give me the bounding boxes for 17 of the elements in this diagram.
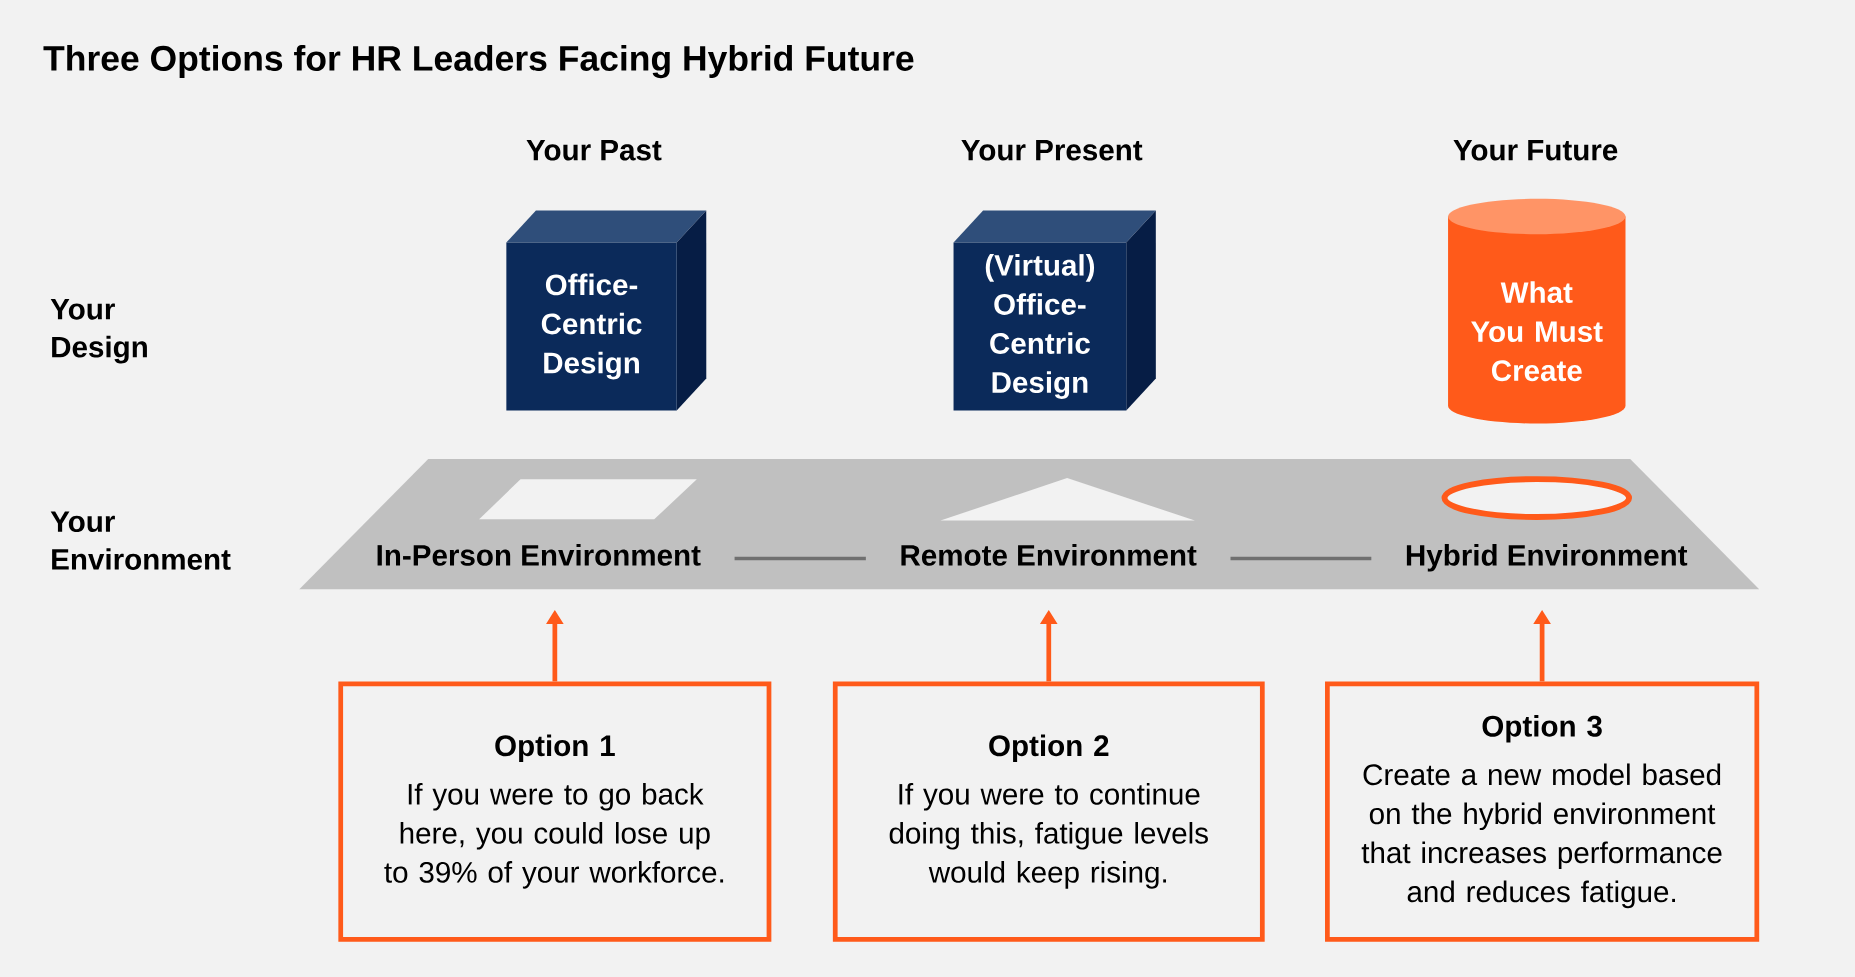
- option-box: Option 1 If you were to go back here, you could lose up to 39% of your workforce.: [338, 681, 772, 942]
- option-box: Option 2 If you were to continue doing this, fatigue levels would keep rising.: [832, 681, 1265, 942]
- environment-label: Remote Environment: [901, 543, 1197, 566]
- column-heading: Your Past: [526, 139, 662, 161]
- row-heading: Your Environment: [50, 511, 231, 570]
- connector-line: [1230, 556, 1372, 561]
- row-heading: Your Design: [50, 298, 147, 364]
- connector-line: [734, 556, 866, 561]
- cube: Office-Centric Design: [506, 210, 707, 411]
- column-heading: Your Future: [1453, 139, 1618, 161]
- title: Three Options for HR Leaders Facing Hybrid Future: [43, 44, 914, 79]
- option-box: Option 3 Create a new model based on the hybrid environment that increases performance and reduces fatigue.: [1325, 681, 1760, 942]
- column-heading: Your Present: [961, 139, 1143, 161]
- environment-label: In-Person Environment: [377, 543, 701, 566]
- environment-label: Hybrid Environment: [1406, 543, 1688, 572]
- cube: (Virtual) Office-Centric Design: [953, 210, 1156, 411]
- cylinder: What You Must Create: [1448, 198, 1626, 424]
